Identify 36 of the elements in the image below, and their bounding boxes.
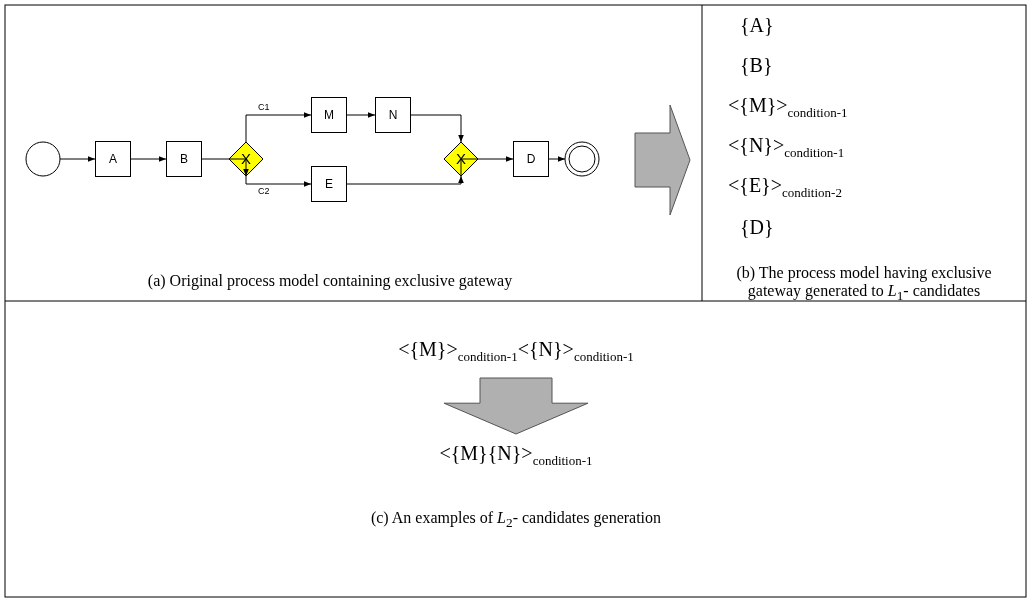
end-event-circle xyxy=(564,141,600,177)
task-box: D xyxy=(513,141,549,177)
task-box: N xyxy=(375,97,411,133)
caption: (c) An examples of L$_{2}$- candidates generation xyxy=(369,509,663,532)
arrow xyxy=(346,175,464,185)
gateway-diamond xyxy=(228,141,264,177)
arrow xyxy=(410,114,464,143)
gateway-label: X xyxy=(240,150,252,168)
arrow xyxy=(548,156,566,162)
gateway-label: X xyxy=(455,150,467,168)
arrow xyxy=(59,156,96,162)
sequence-text: <{M}>$_{condition-1}$<{N}>$_{condition-1}$ xyxy=(398,338,634,365)
task-box: A xyxy=(95,141,131,177)
candidate-text: {A} xyxy=(740,14,774,37)
caption: (a) Original process model containing exclusive gateway xyxy=(146,272,514,290)
candidate-text: <{M}>$_{condition-1}$ xyxy=(728,94,848,121)
task-box: E xyxy=(311,166,347,202)
arrow xyxy=(201,158,249,177)
candidate-text: {D} xyxy=(740,216,774,239)
candidate-text: <{N}>$_{condition-1}$ xyxy=(728,134,845,161)
arrow xyxy=(245,175,312,187)
start-event-circle xyxy=(25,141,61,177)
caption: (b) The process model having exclusive gateway generated to L$_{1}$- candidates xyxy=(735,264,993,305)
arrow xyxy=(460,156,514,177)
edge-label: C1 xyxy=(258,102,270,112)
task-box: B xyxy=(166,141,202,177)
task-box: M xyxy=(311,97,347,133)
arrow xyxy=(245,112,312,143)
gateway-diamond xyxy=(443,141,479,177)
candidate-text: <{E}>$_{condition-2}$ xyxy=(728,174,842,201)
sequence-text: <{M}{N}>$_{condition-1}$ xyxy=(439,442,593,469)
edge-label: C2 xyxy=(258,186,270,196)
arrow xyxy=(130,156,167,162)
arrow xyxy=(346,112,376,118)
block-arrow xyxy=(443,377,589,435)
candidate-text: {B} xyxy=(740,54,773,77)
